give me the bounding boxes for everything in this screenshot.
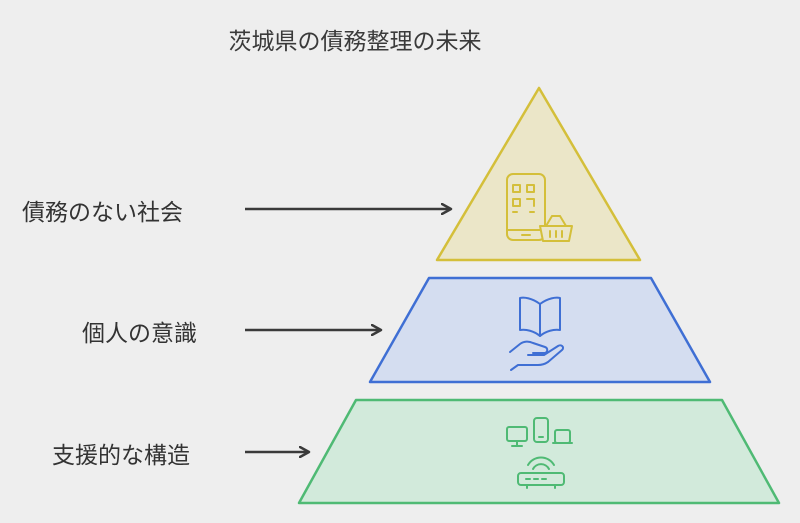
level-label-top: 債務のない社会 [22, 200, 183, 226]
diagram-title: 茨城県の債務整理の未来 [228, 29, 482, 55]
smartphone-qr-basket-icon [506, 173, 573, 242]
book-on-hand-icon [509, 296, 565, 371]
level-label-middle: 個人の意識 [82, 321, 197, 347]
connected-devices-router-icon [506, 417, 573, 489]
level-label-bottom: 支援的な構造 [52, 443, 190, 469]
pyramid-level-bottom [297, 398, 781, 505]
